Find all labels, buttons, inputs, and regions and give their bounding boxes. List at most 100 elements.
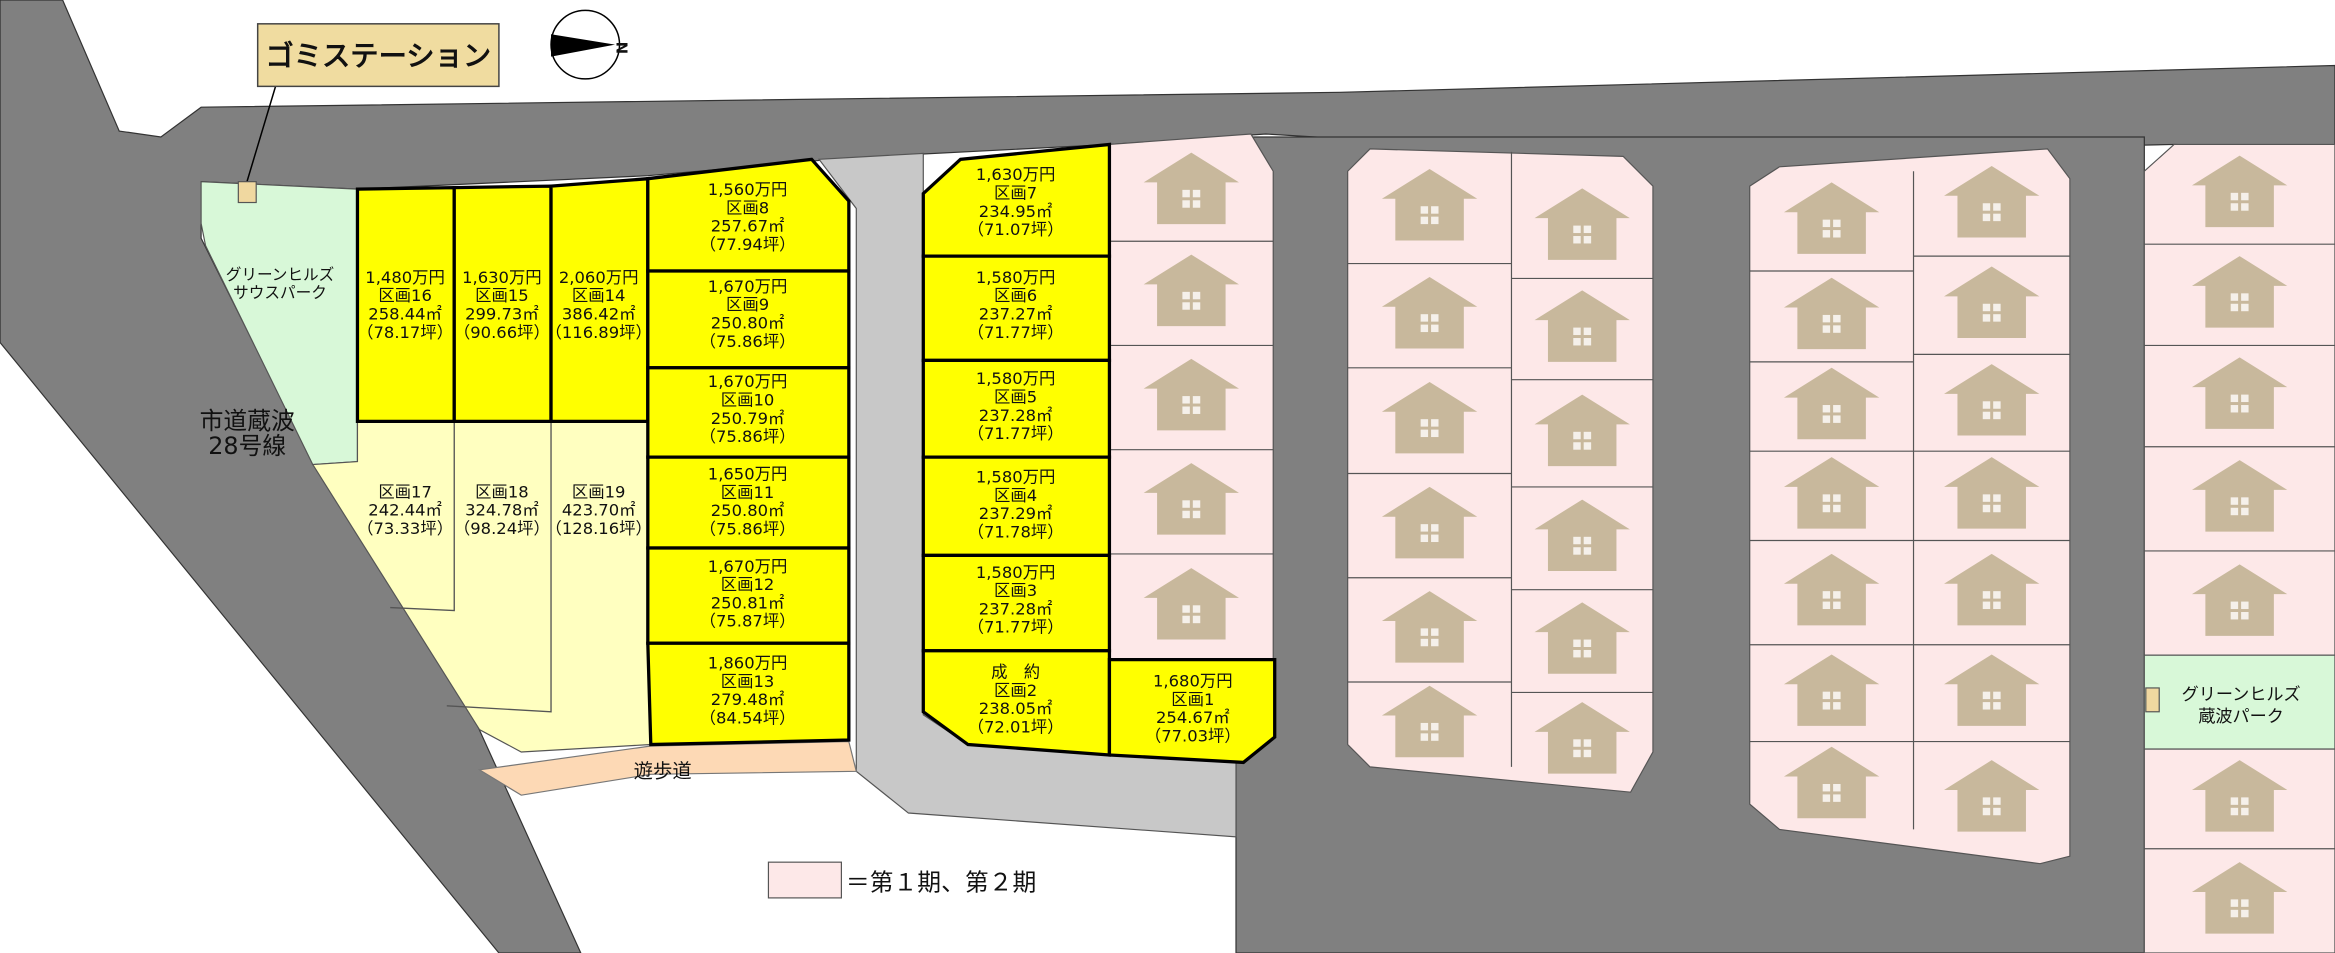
lot-tsubo: （128.16坪） (546, 519, 652, 538)
lot-shape[interactable] (646, 641, 851, 747)
lot-tsubo: （116.89坪） (546, 323, 652, 342)
legend-swatch (767, 861, 842, 899)
lot-name: 区画14 (572, 286, 626, 305)
lot-price: 1,860万円 (708, 654, 788, 673)
house-icon (1143, 152, 1239, 225)
house-icon (1534, 290, 1630, 362)
house-icon (1381, 486, 1478, 559)
lot-tsubo: （90.66坪） (454, 323, 550, 342)
legend-label: ＝第１期、第２期 (846, 868, 1037, 896)
house-icon (2191, 256, 2288, 328)
garbage-station-marker (237, 181, 257, 204)
lot-name: 区画16 (378, 286, 432, 305)
house-icon (1944, 654, 2040, 726)
lot-area: 423.70㎡ (562, 501, 636, 520)
road-name-label: 28号線 (208, 432, 286, 460)
house-icon (1381, 685, 1478, 758)
house-icon (1534, 394, 1630, 467)
lot-area: 237.27㎡ (979, 305, 1053, 324)
lot-name: 区画17 (378, 482, 432, 501)
north-compass-icon: N (550, 9, 631, 80)
lot-tsubo: （78.17坪） (357, 323, 453, 342)
lot-tsubo: （98.24坪） (454, 519, 550, 538)
lot-price: 1,560万円 (708, 180, 788, 199)
house-icon (2191, 564, 2288, 636)
house-icon (1944, 553, 2040, 626)
lot-price: 1,680万円 (1153, 671, 1233, 690)
lot-area: 250.80㎡ (711, 313, 785, 332)
lot-shape[interactable] (646, 157, 851, 273)
lot-shape[interactable] (921, 142, 1112, 258)
lot-area: 237.29㎡ (979, 504, 1053, 523)
south-park-label: グリーンヒルズ (226, 265, 335, 284)
lot-tsubo: （75.86坪） (700, 519, 796, 538)
lot-name: 区画19 (572, 482, 626, 501)
lot-tsubo: （84.54坪） (700, 709, 796, 728)
house-icon (2191, 460, 2288, 532)
house-icon (2191, 760, 2288, 832)
house-icon (1143, 463, 1239, 535)
lot-tsubo: （71.07坪） (968, 220, 1064, 239)
lot-price: 1,650万円 (708, 464, 788, 483)
garbage-station-marker (2145, 687, 2160, 713)
lot-shape[interactable] (1107, 658, 1277, 765)
lot-area: 237.28㎡ (979, 599, 1053, 618)
house-icon (1143, 254, 1239, 327)
lot-tsubo: （75.86坪） (700, 427, 796, 446)
lot-price: 2,060万円 (559, 268, 639, 287)
lot-area: 386.42㎡ (562, 305, 636, 324)
lot-tsubo: （75.87坪） (700, 612, 796, 631)
lot-area: 257.67㎡ (711, 217, 785, 236)
green-hills-kuranami-park (2143, 654, 2335, 750)
house-icon (2191, 862, 2288, 934)
lot-area: 234.95㎡ (979, 202, 1053, 221)
house-icon (1381, 276, 1478, 349)
lot-price: 1,580万円 (976, 369, 1056, 388)
house-icon (1944, 760, 2040, 832)
house-icon (1534, 602, 1630, 674)
lot-tsubo: （71.77坪） (968, 618, 1064, 637)
lot-name: 区画10 (721, 390, 775, 409)
house-icon (1783, 654, 1880, 726)
lot-area: 250.79㎡ (711, 409, 785, 428)
lot-name: 区画11 (721, 483, 775, 502)
house-icon (1381, 381, 1478, 454)
svg-text:N: N (613, 42, 631, 54)
lot-area: 238.05㎡ (979, 699, 1053, 718)
lot-price: 1,580万円 (976, 268, 1056, 287)
lot-tsubo: （71.77坪） (968, 323, 1064, 342)
lot-shape[interactable] (921, 649, 1112, 757)
lot-name: 区画13 (721, 672, 775, 691)
south-park-label: サウスパーク (233, 283, 327, 302)
house-icon (1143, 358, 1239, 431)
footpath-label: 遊歩道 (634, 759, 692, 782)
house-icon (2191, 357, 2288, 429)
lot-name: 区画9 (726, 295, 769, 314)
house-icon (1944, 457, 2040, 529)
house-icon (1783, 182, 1880, 254)
lot-tsubo: （75.86坪） (700, 332, 796, 351)
house-icon (1381, 591, 1478, 663)
house-icon (1783, 367, 1880, 440)
house-icon (1534, 188, 1630, 260)
